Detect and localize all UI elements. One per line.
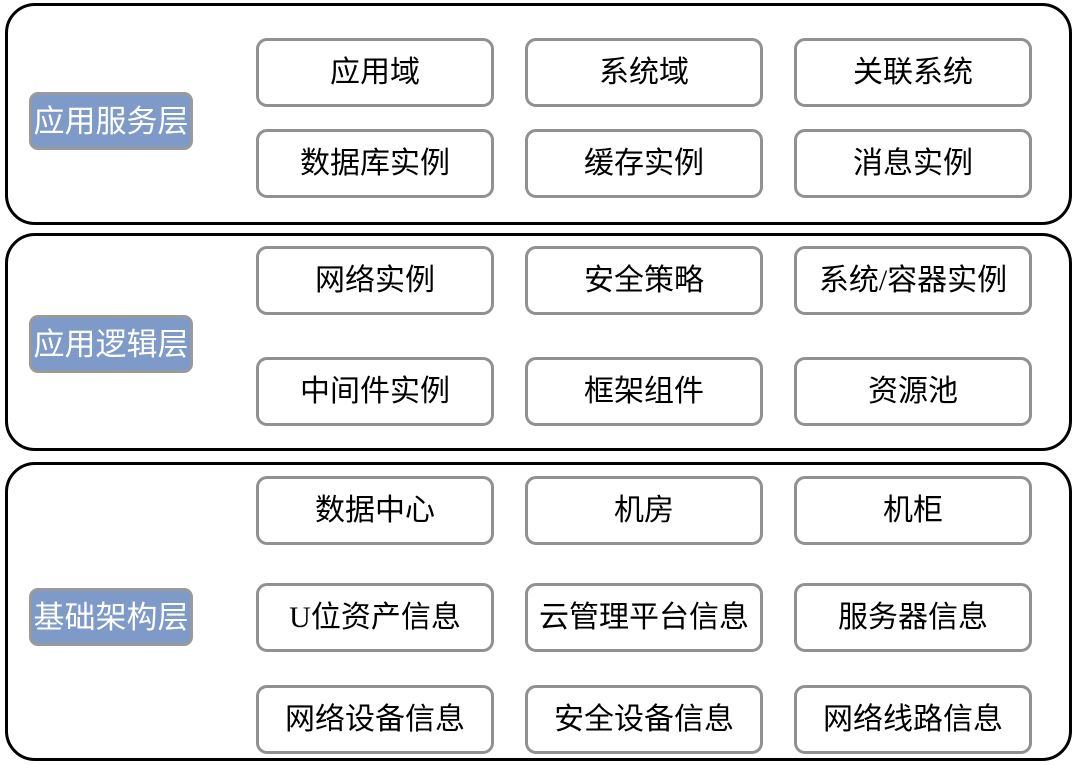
node-network-device-info[interactable]: 网络设备信息 <box>256 685 494 754</box>
node-application-domain[interactable]: 应用域 <box>256 38 494 107</box>
node-cloud-platform-info[interactable]: 云管理平台信息 <box>525 583 763 652</box>
node-label: 应用域 <box>330 55 420 89</box>
node-system-container-instance[interactable]: 系统/容器实例 <box>794 246 1032 315</box>
layer-label-infrastructure: 基础架构层 <box>29 588 193 646</box>
node-network-instance[interactable]: 网络实例 <box>256 246 494 315</box>
node-label: 系统域 <box>599 55 689 89</box>
node-rack[interactable]: 机柜 <box>794 476 1032 545</box>
node-security-device-info[interactable]: 安全设备信息 <box>525 685 763 754</box>
node-label: 数据库实例 <box>300 146 450 180</box>
node-label: 网络设备信息 <box>285 702 465 736</box>
layer-label-application-service: 应用服务层 <box>29 92 193 150</box>
node-resource-pool[interactable]: 资源池 <box>794 357 1032 426</box>
node-label: 关联系统 <box>853 55 973 89</box>
node-security-policy[interactable]: 安全策略 <box>525 246 763 315</box>
node-label: U位资产信息 <box>289 600 461 634</box>
node-related-system[interactable]: 关联系统 <box>794 38 1032 107</box>
node-framework-component[interactable]: 框架组件 <box>525 357 763 426</box>
node-label: 中间件实例 <box>300 374 450 408</box>
node-label: 缓存实例 <box>584 146 704 180</box>
node-label: 云管理平台信息 <box>539 600 749 634</box>
node-label: 机柜 <box>883 493 943 527</box>
node-u-position-asset-info[interactable]: U位资产信息 <box>256 583 494 652</box>
node-database-instance[interactable]: 数据库实例 <box>256 129 494 198</box>
node-computer-room[interactable]: 机房 <box>525 476 763 545</box>
node-label: 系统/容器实例 <box>818 263 1008 297</box>
layer-label-application-logic: 应用逻辑层 <box>29 315 193 373</box>
node-label: 服务器信息 <box>838 600 988 634</box>
node-label: 安全策略 <box>584 263 704 297</box>
node-label: 消息实例 <box>853 146 973 180</box>
node-label: 数据中心 <box>315 493 435 527</box>
node-label: 网络实例 <box>315 263 435 297</box>
node-label: 网络线路信息 <box>823 702 1003 736</box>
node-message-instance[interactable]: 消息实例 <box>794 129 1032 198</box>
node-label: 资源池 <box>868 374 958 408</box>
node-cache-instance[interactable]: 缓存实例 <box>525 129 763 198</box>
node-system-domain[interactable]: 系统域 <box>525 38 763 107</box>
node-network-line-info[interactable]: 网络线路信息 <box>794 685 1032 754</box>
node-label: 框架组件 <box>584 374 704 408</box>
node-label: 机房 <box>614 493 674 527</box>
node-data-center[interactable]: 数据中心 <box>256 476 494 545</box>
node-label: 安全设备信息 <box>554 702 734 736</box>
node-server-info[interactable]: 服务器信息 <box>794 583 1032 652</box>
node-middleware-instance[interactable]: 中间件实例 <box>256 357 494 426</box>
